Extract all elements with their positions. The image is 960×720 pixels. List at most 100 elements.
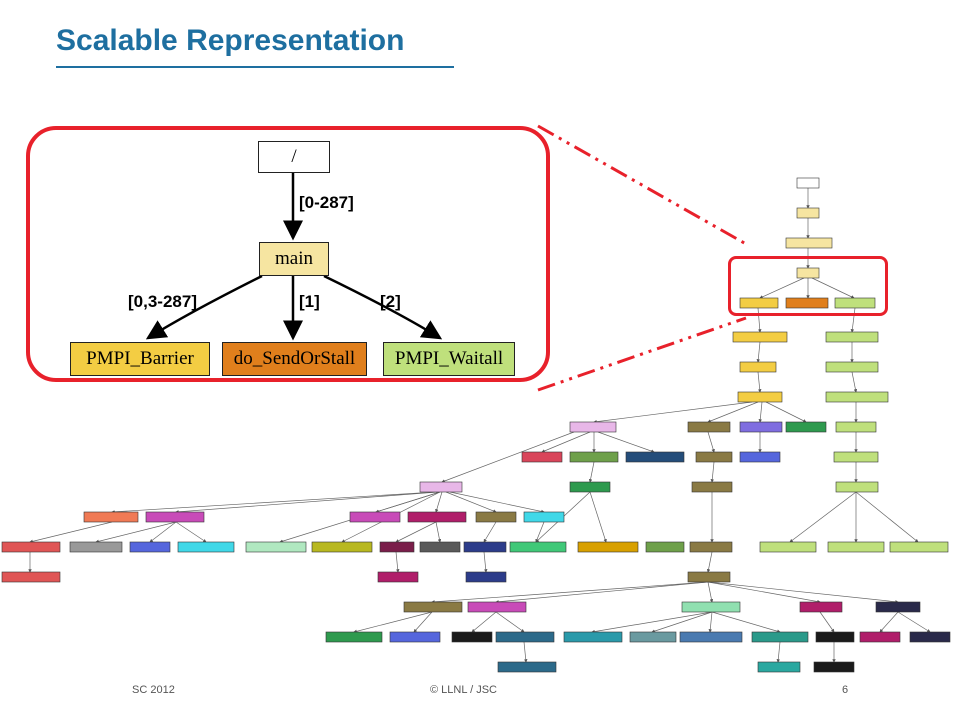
overview-edge	[811, 277, 855, 299]
overview-edge	[776, 641, 781, 663]
overview-node	[687, 421, 731, 433]
zoom-connector-bottom	[537, 316, 747, 392]
overview-edge	[651, 611, 713, 633]
overview-edge	[707, 431, 715, 453]
overview-node	[739, 361, 777, 373]
overview-edge	[523, 641, 528, 663]
overview-node	[796, 177, 820, 189]
footer-copyright: © LLNL / JSC	[430, 684, 497, 696]
overview-node	[833, 451, 879, 463]
overview-edge	[593, 401, 753, 424]
overview-edge	[353, 611, 433, 633]
overview-node	[379, 541, 415, 553]
overview-graph	[1, 177, 951, 673]
overview-edge	[535, 521, 545, 543]
overview-edge	[707, 401, 759, 423]
overview-node	[825, 331, 879, 343]
overview-edge	[819, 611, 835, 633]
overview-node	[419, 481, 463, 493]
overview-edge	[431, 581, 709, 604]
overview-node	[796, 267, 820, 279]
overview-node	[827, 541, 885, 553]
overview-node	[796, 207, 820, 219]
overview-node	[813, 661, 855, 673]
overview-edge	[175, 491, 439, 514]
overview-node	[69, 541, 123, 553]
edge-main-waitall	[323, 274, 443, 340]
node-root: /	[258, 141, 330, 173]
overview-node	[1, 541, 61, 553]
overview-node	[645, 541, 685, 553]
overview-node	[739, 421, 783, 433]
edge-label-main-barrier: [0,3-287]	[128, 292, 197, 311]
overview-node	[691, 481, 733, 493]
overview-edge	[855, 491, 919, 543]
overview-node	[739, 297, 779, 309]
overview-edge	[588, 461, 595, 483]
overview-edge	[789, 491, 857, 543]
slide-title: Scalable Representation	[56, 24, 405, 57]
overview-node	[403, 601, 463, 613]
overview-node	[521, 451, 563, 463]
node-main: main	[259, 242, 329, 276]
overview-node	[389, 631, 441, 643]
overview-node	[463, 541, 507, 553]
edge-label-main-waitall: [2]	[380, 292, 401, 311]
overview-edge	[756, 341, 761, 363]
overview-edge	[706, 551, 713, 573]
overview-node	[732, 331, 788, 343]
overview-node	[909, 631, 951, 643]
overview-node	[785, 297, 829, 309]
overview-node	[311, 541, 373, 553]
overview-node	[509, 541, 567, 553]
overview-edge	[897, 611, 931, 633]
footer-page-number: 6	[842, 684, 849, 696]
overview-edge	[757, 371, 762, 393]
overview-node	[497, 661, 557, 673]
overview-node	[523, 511, 565, 523]
overview-node	[1, 571, 61, 583]
overview-node	[815, 631, 855, 643]
overview-node	[465, 571, 507, 583]
overview-node	[569, 421, 617, 433]
overview-edge	[495, 611, 525, 633]
edge-label-root-main: [0-287]	[299, 193, 354, 212]
overview-edge	[708, 611, 713, 633]
overview-edge	[851, 371, 858, 393]
overview-node	[569, 451, 619, 463]
overview-edge	[707, 581, 899, 604]
overview-edge	[95, 521, 177, 544]
overview-node	[687, 571, 731, 583]
overview-edge	[445, 491, 497, 513]
overview-node	[859, 631, 901, 643]
overview-node	[825, 361, 879, 373]
overview-node	[681, 601, 741, 613]
node-pmpi-waitall: PMPI_Waitall	[383, 342, 515, 376]
overview-edge	[175, 521, 207, 543]
overview-node	[751, 631, 809, 643]
edge-label-main-send: [1]	[299, 292, 320, 311]
overview-edge	[541, 431, 591, 453]
overview-edge	[879, 611, 899, 633]
overview-node	[349, 511, 401, 523]
overview-edge	[449, 491, 545, 514]
overview-edge	[395, 521, 437, 543]
overview-edge	[707, 581, 714, 603]
overview-node	[625, 451, 685, 463]
overview-edge	[471, 611, 497, 633]
overview-node	[834, 297, 876, 309]
overview-node	[419, 541, 461, 553]
overview-edge	[435, 491, 443, 513]
node-pmpi-barrier: PMPI_Barrier	[70, 342, 210, 376]
overview-highlight	[728, 256, 888, 316]
overview-edge	[495, 581, 709, 604]
overview-node	[245, 541, 307, 553]
overview-edge	[707, 581, 821, 604]
overview-node	[129, 541, 171, 553]
overview-node	[759, 541, 817, 553]
overview-edge	[758, 401, 763, 423]
overview-edge	[589, 491, 607, 543]
overview-edge	[597, 431, 655, 453]
overview-node	[695, 451, 733, 463]
footer-conference: SC 2012	[132, 684, 175, 696]
